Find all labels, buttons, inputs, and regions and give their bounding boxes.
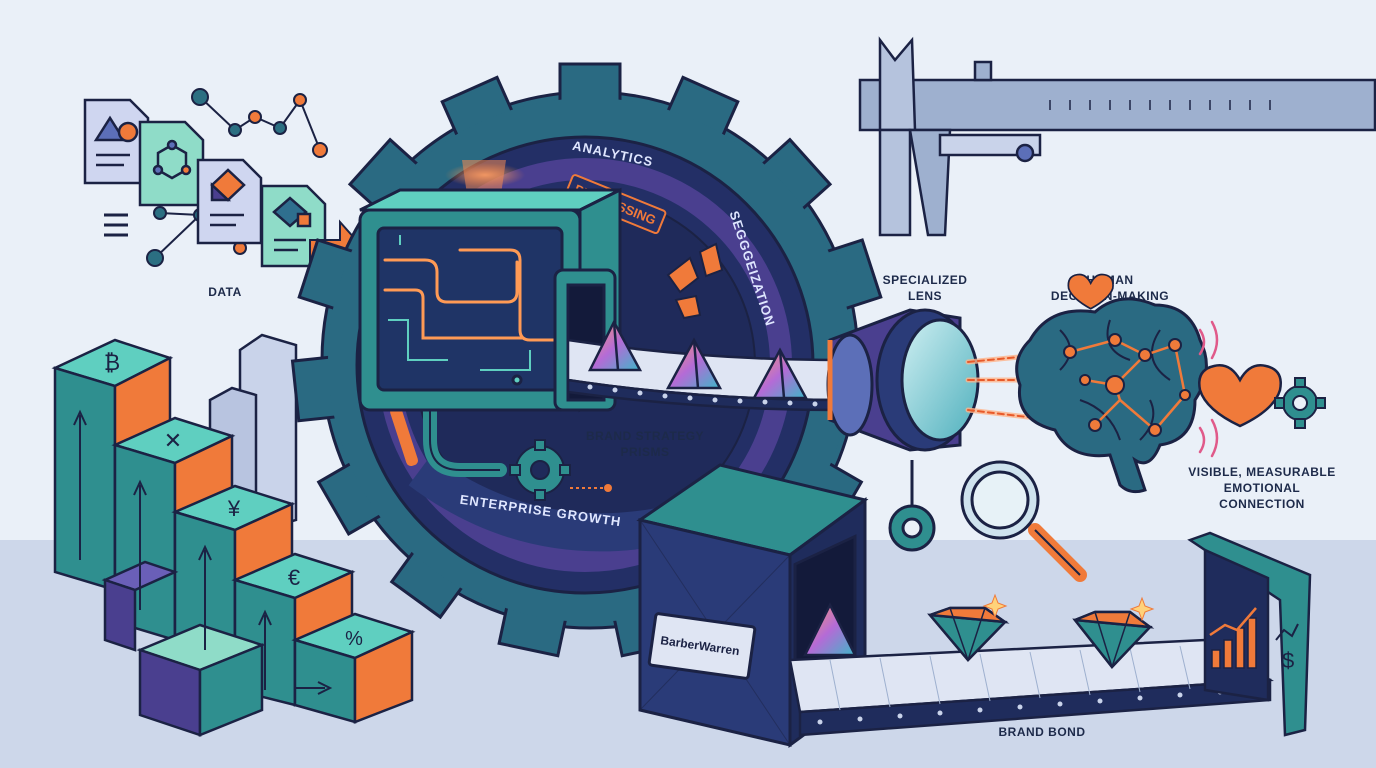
diamond-icon — [927, 593, 1010, 662]
prism-icon — [802, 602, 858, 657]
lens-icon — [826, 308, 980, 552]
growth-chart-icon — [1209, 607, 1257, 669]
diamond-icon — [1072, 596, 1155, 669]
brand-strategy-label: BRAND STRATEGY — [586, 429, 704, 443]
magnifier-icon — [960, 460, 1087, 582]
specialized-lens-label-2: LENS — [908, 289, 942, 303]
heart-icon — [1198, 364, 1282, 428]
currency-icon: € — [288, 565, 300, 590]
emotional-connection-label: VISIBLE, MEASURABLE — [1188, 465, 1336, 479]
emotional-connection-label-3: CONNECTION — [1219, 497, 1305, 511]
gear-icon — [1274, 377, 1326, 429]
emotional-connection-label-2: EMOTIONAL — [1224, 481, 1301, 495]
prism-icon — [751, 347, 809, 400]
currency-blocks: ₿ ✕ ¥ € % — [51, 333, 416, 737]
heart-icon — [1067, 273, 1114, 310]
data-label: DATA — [208, 285, 242, 299]
prism-icon — [587, 319, 643, 372]
brain-icon — [1015, 297, 1208, 494]
gear-icon — [509, 439, 571, 501]
currency-icon: % — [345, 628, 363, 650]
currency-icon: ✕ — [164, 428, 182, 453]
brand-bond-label: BRAND BOND — [999, 725, 1086, 739]
currency-icon: ₿ — [104, 350, 120, 375]
document-icon — [83, 98, 150, 185]
dollar-icon: $ — [1282, 648, 1294, 673]
document-icon — [138, 120, 205, 207]
brand-strategy-label-2: PRISMS — [620, 445, 669, 459]
caliper-icon — [858, 36, 1376, 237]
currency-icon: ¥ — [227, 496, 241, 521]
specialized-lens-label: SPECIALIZED — [883, 273, 968, 287]
document-icon — [196, 158, 263, 245]
node-icon — [191, 88, 209, 106]
diamond-conveyor: $ — [788, 531, 1312, 737]
prism-icon — [665, 337, 723, 390]
emotion-icons — [1067, 273, 1326, 458]
